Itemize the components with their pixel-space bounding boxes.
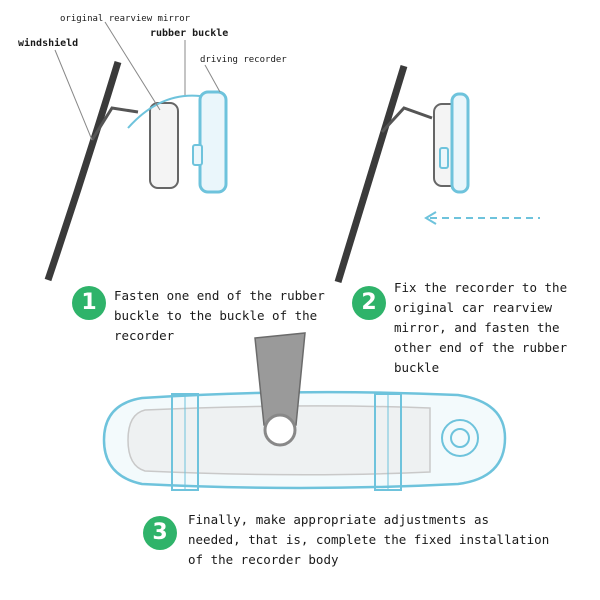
mirror-mount-stem <box>254 332 306 426</box>
mirror-arm-panel-1 <box>90 106 139 141</box>
direction-arrow-head <box>424 211 437 225</box>
camera-lens-inner <box>450 428 470 448</box>
mirror-arm-panel-2 <box>380 106 433 134</box>
recorder-button-panel-1 <box>192 144 203 166</box>
panel-1-illustration <box>44 21 228 282</box>
panel-3-illustration <box>102 332 507 491</box>
panel-2-illustration <box>334 64 540 284</box>
recorder-button-panel-2 <box>439 147 449 169</box>
step-1-badge: 1 <box>72 286 106 320</box>
pointer-original-mirror <box>104 21 161 111</box>
pointer-driving-recorder <box>204 64 221 93</box>
label-windshield: windshield <box>18 38 79 49</box>
step-3-text: Finally, make appropriate adjustments as… <box>188 512 550 567</box>
step-3-badge: 3 <box>143 516 177 550</box>
step-1-text: Fasten one end of the rubber buckle to t… <box>114 288 325 343</box>
recorder-panel-1 <box>198 90 228 194</box>
rubber-buckle-panel-1 <box>127 94 201 129</box>
label-rubber-buckle: rubber buckle <box>150 28 229 39</box>
label-driving-recorder: driving recorder <box>200 55 287 65</box>
mirror-mount-pivot <box>263 413 297 447</box>
step-2-badge: 2 <box>352 286 386 320</box>
pointer-windshield <box>54 49 93 141</box>
step-2-text: Fix the recorder to the original car rea… <box>394 280 568 375</box>
windshield-panel-1 <box>44 60 122 282</box>
original-mirror-panel-1 <box>149 102 179 189</box>
camera-lens-outer <box>441 419 479 457</box>
label-original-rearview-mirror: original rearview mirror <box>60 14 191 24</box>
windshield-panel-2 <box>334 64 408 284</box>
recorder-panel-2 <box>450 92 470 194</box>
